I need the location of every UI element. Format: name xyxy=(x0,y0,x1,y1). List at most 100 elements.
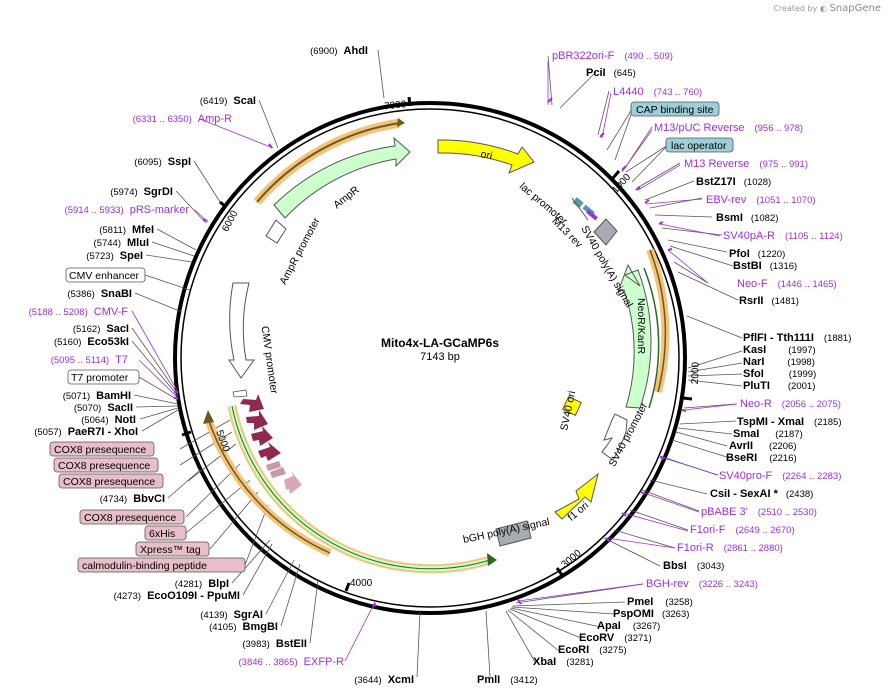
box-t7-promoter[interactable]: T7 promoter xyxy=(67,369,140,385)
site-bbvci[interactable]: (4734)BbvCI xyxy=(100,493,165,505)
site-smai[interactable]: SmaI(2187) xyxy=(733,428,803,440)
site-pluti[interactable]: PluTI(2001) xyxy=(743,380,815,392)
site-pmei[interactable]: PmeI(3258) xyxy=(627,596,693,608)
feature-ori: ori xyxy=(479,148,493,162)
site-ecori[interactable]: EcoRI(3275) xyxy=(558,644,627,656)
site-xcmi[interactable]: (3644)XcmI xyxy=(354,674,414,686)
cap-site-mark xyxy=(572,197,584,209)
svg-text:CAP binding site: CAP binding site xyxy=(636,104,714,116)
site-ecorv[interactable]: EcoRV(3271) xyxy=(579,632,652,644)
cox8-arrow-4 xyxy=(258,442,281,461)
site-avrii[interactable]: AvrII(2206) xyxy=(729,440,797,452)
cmv-promoter-arrow[interactable] xyxy=(228,282,255,379)
site-pcii[interactable]: PciI(645) xyxy=(586,67,636,79)
site-blpi[interactable]: (4281)BlpI xyxy=(175,578,229,590)
primer-m13-puc-reverse[interactable]: M13/pUC Reverse(956 .. 978) xyxy=(654,122,803,134)
primer-neo-f[interactable]: Neo-F(1446 .. 1465) xyxy=(737,278,837,290)
feature-neor: NeoR/KanR xyxy=(635,298,647,354)
box-cox8-presequence-3[interactable]: COX8 presequence xyxy=(58,473,164,489)
scale-ticks xyxy=(181,96,693,592)
site-bstz17i[interactable]: BstZ17I(1028) xyxy=(696,176,771,188)
snapgene-credit: Created by ◐ SnapGene xyxy=(773,3,881,14)
site-noti[interactable]: (5064)NotI xyxy=(81,414,136,426)
site-bbsi[interactable]: BbsI(3043) xyxy=(663,560,724,572)
primer-f1ori-r[interactable]: F1ori-R(2861 .. 2880) xyxy=(677,542,783,554)
sv40-promoter-arrow[interactable] xyxy=(601,413,628,461)
backbone xyxy=(173,101,687,615)
site-sfoi[interactable]: SfoI(1999) xyxy=(743,368,816,380)
primer-t7[interactable]: (5095 .. 5114)T7 xyxy=(51,354,128,366)
ampr-arrow[interactable] xyxy=(273,136,411,219)
box-cap-binding-site[interactable]: CAP binding site xyxy=(630,101,720,117)
feature-ampr-promoter: AmpR promoter xyxy=(277,215,323,287)
primer-sv40pro-f[interactable]: SV40pro-F(2264 .. 2283) xyxy=(719,470,841,482)
site-xbai[interactable]: XbaI(3281) xyxy=(533,656,594,668)
site-pfoi[interactable]: PfoI(1220) xyxy=(729,248,785,260)
ampr-promoter-arrow[interactable] xyxy=(265,219,287,244)
primer-l4440[interactable]: L4440(743 .. 760) xyxy=(613,86,702,98)
box-xpress-tag[interactable]: Xpress™ tag xyxy=(135,541,210,557)
site-ahdi[interactable]: (6900)AhdI xyxy=(310,45,368,57)
primer-bgh-rev[interactable]: BGH-rev(3226 .. 3243) xyxy=(646,578,758,590)
primer-exfp-r[interactable]: (3846 .. 3865)EXFP-R xyxy=(239,656,345,668)
site-nari[interactable]: NarI(1998) xyxy=(743,356,815,368)
primer-cmv-f[interactable]: (5188 .. 5208)CMV-F xyxy=(29,306,129,318)
primer-ebv-rev[interactable]: EBV-rev(1051 .. 1070) xyxy=(706,194,816,206)
site-sspi[interactable]: (6095)SspI xyxy=(134,156,191,168)
site-bstbi[interactable]: BstBI(1316) xyxy=(733,260,797,272)
site-pmli[interactable]: PmlI(3412) xyxy=(477,674,538,686)
site-bsmi[interactable]: BsmI(1082) xyxy=(716,212,778,224)
ori-arrow[interactable] xyxy=(437,139,535,174)
primer-amp-r[interactable]: (6331 .. 6350)Amp-R xyxy=(133,113,232,125)
box-cox8-presequence-1[interactable]: COX8 presequence xyxy=(49,441,155,457)
bgh-polya-box[interactable] xyxy=(495,520,532,547)
neor-arrow[interactable] xyxy=(617,263,652,409)
box-6xhis[interactable]: 6xHis xyxy=(144,525,187,541)
site-scai[interactable]: (6419)ScaI xyxy=(200,95,256,107)
site-tspmi-xmai[interactable]: TspMI - XmaI(2185) xyxy=(737,416,842,428)
site-pspomi[interactable]: PspOMI(3263) xyxy=(613,608,689,620)
box-cox8-presequence-4[interactable]: COX8 presequence xyxy=(79,509,185,525)
site-bamhi[interactable]: (5071)BamHI xyxy=(63,390,131,402)
primer-f1ori-f[interactable]: F1ori-F(2649 .. 2670) xyxy=(690,524,795,536)
his-tag-arrow xyxy=(266,461,281,471)
sv40-polya-box[interactable] xyxy=(593,218,618,246)
sv40-ori-box[interactable] xyxy=(562,396,582,416)
site-saci[interactable]: (5162)SacI xyxy=(73,323,129,335)
site-snabi[interactable]: (5386)SnaBI xyxy=(67,288,132,300)
site-rsrii[interactable]: RsrII(1481) xyxy=(739,295,799,307)
box-lac-operator[interactable]: lac operator xyxy=(665,137,734,153)
site-spei[interactable]: (5723)SpeI xyxy=(86,250,143,262)
site-eco53ki[interactable]: (5160)Eco53kI xyxy=(54,336,129,348)
f1-ori-arrow[interactable] xyxy=(554,472,599,520)
primer-pbr322ori-f[interactable]: pBR322ori-F(490 .. 509) xyxy=(552,50,673,62)
primer-neo-r[interactable]: Neo-R(2056 .. 2075) xyxy=(740,398,841,410)
box-cox8-presequence-2[interactable]: COX8 presequence xyxy=(53,457,159,473)
primer-pbabe-3[interactable]: pBABE 3'(2510 .. 2530) xyxy=(701,506,817,518)
tick-2000: 2000 xyxy=(690,361,702,384)
primer-prs-marker[interactable]: (5914 .. 5933)pRS-marker xyxy=(65,204,190,216)
gcamp-arrow[interactable] xyxy=(229,405,491,572)
site-mfei[interactable]: (5811)MfeI xyxy=(99,224,154,236)
site-apai[interactable]: ApaI(3267) xyxy=(597,620,660,632)
site-bsteii[interactable]: (3983)BstEII xyxy=(242,638,307,650)
box-cmv-enhancer[interactable]: CMV enhancer xyxy=(65,267,146,283)
site-ecoo109i-ppumi[interactable]: (4273)EcoO109I - PpuMI xyxy=(114,590,240,602)
site-pflfi-tth111i[interactable]: PflFI - Tth111I(1881) xyxy=(743,332,851,344)
primer-m13-reverse[interactable]: M13 Reverse(975 .. 991) xyxy=(684,158,808,170)
site-kasi[interactable]: KasI(1997) xyxy=(743,344,816,356)
site-bseri[interactable]: BseRI(2216) xyxy=(726,452,797,464)
site-csii-sexai[interactable]: CsiI - SexAI *(2438) xyxy=(710,488,813,500)
site-mlui[interactable]: (5744)MluI xyxy=(94,237,149,249)
svg-text:CMV enhancer: CMV enhancer xyxy=(69,270,140,282)
site-paer7i-xhoi[interactable]: (5057)PaeR7I - XhoI xyxy=(34,426,138,438)
feature-cmv-promoter: CMV promoter xyxy=(259,325,280,395)
site-sgrai[interactable]: (4139)SgrAI xyxy=(200,609,263,621)
feature-f1-ori: f1 ori xyxy=(566,499,592,523)
primer-sv40pa-r[interactable]: SV40pA-R(1105 .. 1124) xyxy=(723,230,843,242)
site-bmgbi[interactable]: (4105)BmgBI xyxy=(209,621,278,633)
box-calmodulin-binding-peptide[interactable]: calmodulin-binding peptide xyxy=(77,557,246,573)
site-sgrdi[interactable]: (5974)SgrDI xyxy=(110,186,173,198)
site-sacii[interactable]: (5070)SacII xyxy=(74,402,133,414)
